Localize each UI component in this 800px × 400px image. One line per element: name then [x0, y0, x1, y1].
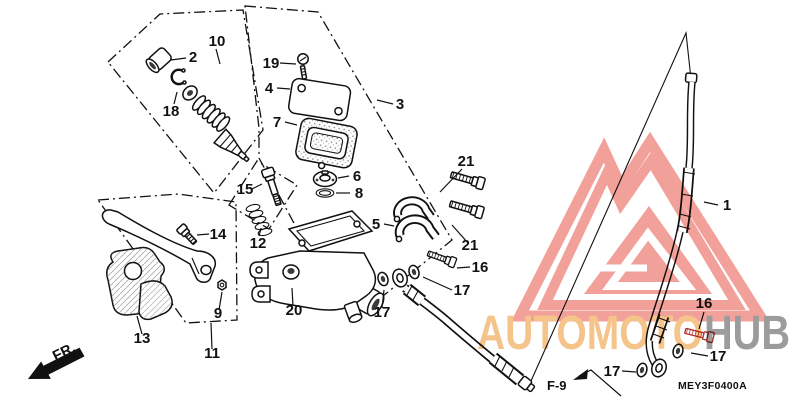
- callout-17-b[interactable]: 17: [374, 304, 391, 321]
- spring-12: [245, 203, 273, 237]
- callout-4[interactable]: 4: [265, 80, 274, 97]
- callout-2[interactable]: 2: [189, 49, 197, 66]
- callout-8[interactable]: 8: [355, 185, 363, 202]
- callout-19[interactable]: 19: [263, 55, 280, 72]
- hose-continuation-link: [530, 30, 692, 382]
- callout-21-lower[interactable]: 21: [462, 237, 479, 254]
- callout-6[interactable]: 6: [353, 168, 361, 185]
- reservoir-diaphragm-7: [295, 117, 358, 170]
- callout-5[interactable]: 5: [372, 216, 380, 233]
- callout-10[interactable]: 10: [209, 33, 226, 50]
- callout-9[interactable]: 9: [214, 305, 222, 322]
- watermark-brand-left: AUTOMOTO: [477, 307, 703, 360]
- diaphragm-plate-6: [312, 170, 338, 188]
- watermark-brand-right: HUB: [704, 307, 790, 360]
- triangle-logo-icon: [511, 131, 770, 322]
- piston-cap-2: [145, 47, 172, 74]
- handlebar-clamp-5: [393, 196, 440, 243]
- piston-washer: [182, 85, 198, 101]
- callout-1[interactable]: 1: [723, 197, 731, 214]
- callout-21-upper[interactable]: 21: [458, 153, 475, 170]
- brake-hose-lower-section: [402, 283, 536, 393]
- lever-pivot-bolt-15: [260, 166, 282, 207]
- brake-lever-assy: [101, 209, 227, 321]
- callout-7[interactable]: 7: [273, 114, 281, 131]
- diagram-code: MEY3F0400A: [678, 380, 747, 392]
- callout-20[interactable]: 20: [286, 302, 303, 319]
- lever-adjuster-bolt-14: [176, 223, 198, 245]
- page-ref-arrow: [573, 369, 622, 397]
- reservoir-cap-4: [287, 77, 352, 122]
- mc-mount-lugs: [249, 261, 271, 303]
- callout-18[interactable]: 18: [163, 103, 180, 120]
- o-ring-8: [315, 188, 335, 198]
- master-cylinder-body: [249, 210, 385, 324]
- box-piston-kit-10: [107, 9, 264, 195]
- piston-boot: [212, 128, 250, 162]
- page-ref-label: F-9: [547, 378, 567, 393]
- callout-3[interactable]: 3: [396, 96, 404, 113]
- circlip-18: [170, 68, 185, 86]
- callout-17-a[interactable]: 17: [454, 282, 471, 299]
- callout-11[interactable]: 11: [204, 345, 220, 362]
- lever-bracket-13: [106, 246, 173, 321]
- piston-kit: [145, 47, 250, 162]
- callout-14[interactable]: 14: [210, 226, 227, 243]
- callout-17-d[interactable]: 17: [710, 348, 727, 365]
- adjuster-nut-9: [217, 279, 227, 291]
- callout-15[interactable]: 15: [237, 181, 254, 198]
- fr-arrow-icon: [28, 347, 85, 379]
- grommet-20: [282, 264, 300, 280]
- piston-spring: [191, 95, 231, 132]
- box-lever-11: [96, 193, 238, 324]
- callout-16-upper[interactable]: 16: [472, 259, 489, 276]
- callout-12[interactable]: 12: [250, 235, 267, 252]
- callout-17-c[interactable]: 17: [604, 363, 621, 380]
- callout-13[interactable]: 13: [134, 330, 151, 347]
